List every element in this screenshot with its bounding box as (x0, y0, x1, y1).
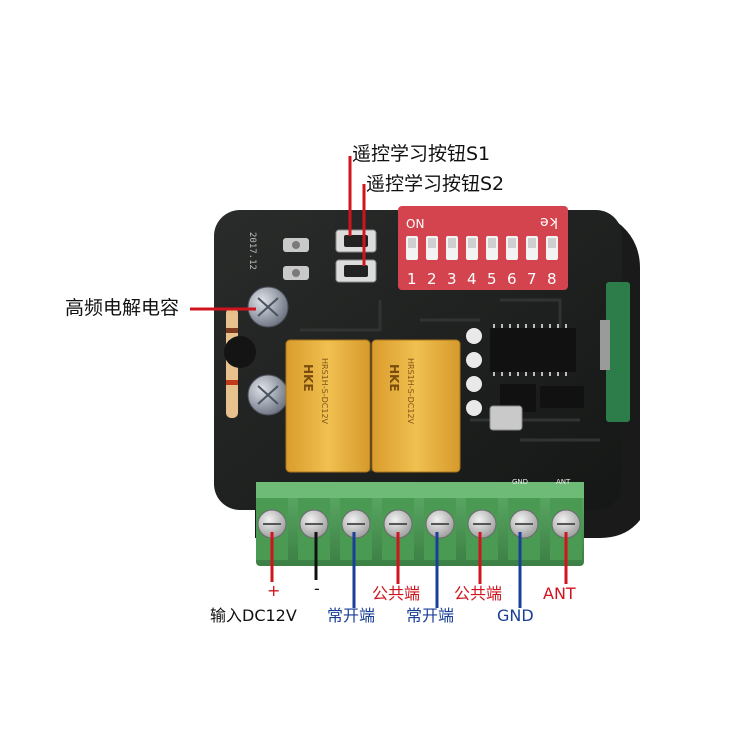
dip-number: 2 (427, 270, 437, 288)
learn-button-s2[interactable] (335, 259, 377, 283)
svg-text:2017.12: 2017.12 (247, 232, 257, 270)
relay-2-brand: HKE (387, 364, 401, 392)
crystal-oscillator (489, 405, 523, 431)
callout-s1-label: 遥控学习按钮S1 (352, 143, 491, 165)
dip-key-slider (408, 238, 416, 248)
relay-2-model: HRS1H-S-DC12V (406, 358, 415, 425)
transistor (224, 336, 256, 368)
dip-number: 7 (527, 270, 537, 288)
led-indicators (283, 238, 309, 280)
terminal-com2-label: 公共端 (454, 584, 503, 603)
dip-number: 4 (467, 270, 477, 288)
ic-chip-main (490, 324, 576, 376)
callout-lines (190, 156, 568, 608)
relay-2: HKE HRS1H-S-DC12V (371, 339, 461, 473)
terminal-no1-label: 常开端 (327, 606, 376, 625)
terminal-ant-label: ANT (543, 584, 576, 603)
dip-key-slider (448, 238, 456, 248)
terminal-com1-label: 公共端 (372, 584, 421, 603)
dip-keys (406, 236, 558, 260)
ic-chip-small (500, 384, 584, 412)
relay-1: HKE HRS1H-S-DC12V (285, 339, 371, 473)
callout-s2-label: 遥控学习按钮S2 (366, 173, 505, 195)
dip-number: 1 (407, 270, 417, 288)
dip-key-slider (488, 238, 496, 248)
input-dc12v-label: 输入DC12V (210, 606, 297, 625)
terminal-gnd-label: GND (497, 606, 534, 625)
capacitor-small (247, 374, 289, 416)
terminal-mark-gnd: GND (512, 478, 528, 486)
component-row (466, 328, 482, 416)
relay-1-model: HRS1H-S-DC12V (320, 358, 329, 425)
dip-key-slider (508, 238, 516, 248)
dip-key-slider (548, 238, 556, 248)
callout-capacitor-label: 高频电解电容 (65, 297, 180, 319)
dip-brand: ǝʞ (540, 214, 558, 230)
dip-number: 5 (487, 270, 497, 288)
terminal-block: GND ANT (256, 478, 584, 566)
electrolytic-capacitor (247, 286, 289, 328)
dip-on-label: ON (406, 217, 424, 231)
dip-number: 3 (447, 270, 457, 288)
dip-key-slider (468, 238, 476, 248)
rf-module (600, 282, 630, 422)
dip-number: 6 (507, 270, 517, 288)
terminal-screws (256, 498, 582, 560)
relay-1-brand: HKE (301, 364, 315, 392)
terminal-mark-ant: ANT (556, 478, 571, 486)
terminal-no2-label: 常开端 (406, 606, 455, 625)
dip-number: 8 (547, 270, 557, 288)
terminal-minus-label: - (314, 579, 320, 598)
dip-key-slider (528, 238, 536, 248)
learn-button-s1[interactable] (335, 229, 377, 253)
dip-key-slider (428, 238, 436, 248)
terminal-plus-label: + (267, 581, 281, 600)
